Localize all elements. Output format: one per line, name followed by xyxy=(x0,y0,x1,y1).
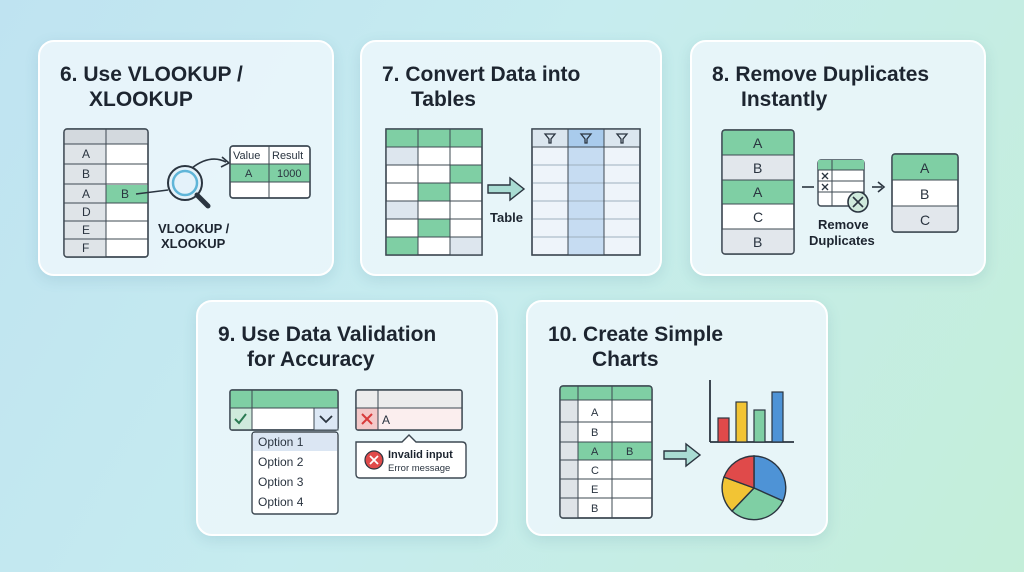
error-tooltip: Invalid input Error message xyxy=(355,434,467,479)
input-value: B xyxy=(753,160,762,176)
sheet-row-label: B xyxy=(591,427,598,439)
vlookup-caption: XLOOKUP xyxy=(161,236,226,251)
card-charts: 10. Create Simple Charts A B A C E xyxy=(526,300,828,536)
validated-cell xyxy=(229,389,339,431)
remove-duplicates-caption: Remove xyxy=(818,217,869,232)
tables-diagram: Table xyxy=(385,128,641,256)
formatted-table xyxy=(531,128,641,256)
input-value: C xyxy=(753,209,763,225)
invalid-value: A xyxy=(382,413,390,427)
chart-icon xyxy=(709,380,794,521)
chevron-down-icon xyxy=(319,415,333,424)
filter-icon xyxy=(615,133,629,144)
dropdown-option[interactable]: Option 4 xyxy=(258,495,304,509)
invalid-cell: A xyxy=(355,389,463,431)
sheet-row-label: D xyxy=(82,205,91,219)
sheet-row-label: E xyxy=(82,223,90,237)
output-value: A xyxy=(920,160,930,176)
result-cell: A xyxy=(245,168,253,180)
sheet-row-label: B xyxy=(591,503,598,515)
card-title: 9. Use Data Validation for Accuracy xyxy=(218,323,437,371)
sheet-row-label: F xyxy=(82,241,89,255)
card-title: 10. Create Simple Charts xyxy=(548,323,724,371)
remove-duplicates-icon xyxy=(817,159,869,213)
duplicates-diagram: A B A C B Remove Dupl xyxy=(721,129,959,255)
card-duplicates: 8. Remove Duplicates Instantly A B A C B xyxy=(690,40,986,276)
filter-icon xyxy=(543,133,557,144)
output-column: A B C xyxy=(891,153,959,233)
pie-chart-icon xyxy=(721,455,787,521)
sheet-row-label: A xyxy=(82,147,90,161)
result-table: Value Result A 1000 xyxy=(229,145,311,199)
output-value: C xyxy=(920,212,930,228)
arrow-icon xyxy=(487,176,526,202)
sheet-row-label: B xyxy=(82,167,90,181)
filter-icon xyxy=(579,133,593,144)
sheet-row-label: C xyxy=(591,465,599,477)
raw-data-grid xyxy=(385,128,483,256)
error-icon xyxy=(364,450,384,470)
dropdown-list[interactable]: Option 1 Option 2 Option 3 Option 4 xyxy=(251,431,339,515)
card-title: 8. Remove Duplicates Instantly xyxy=(712,63,930,111)
vlookup-caption: VLOOKUP / xyxy=(158,221,230,236)
dropdown-option[interactable]: Option 2 xyxy=(258,455,304,469)
input-value: B xyxy=(753,234,762,250)
magnifier-icon xyxy=(167,165,211,209)
card-title: 6. Use VLOOKUP / XLOOKUP xyxy=(60,63,243,111)
result-header: Value xyxy=(233,150,260,162)
check-icon xyxy=(234,413,247,425)
arrow-icon xyxy=(663,442,702,468)
input-value: A xyxy=(753,135,763,151)
dropdown-option[interactable]: Option 1 xyxy=(258,435,304,449)
error-title: Invalid input xyxy=(388,449,453,461)
card-validation: 9. Use Data Validation for Accuracy Opti… xyxy=(196,300,498,536)
vlookup-diagram: A B A D E F B Value Result A 100 xyxy=(63,128,311,258)
dropdown-option[interactable]: Option 3 xyxy=(258,475,304,489)
sheet-row-label: A xyxy=(82,187,90,201)
result-cell: 1000 xyxy=(277,168,301,180)
sheet-row-label: E xyxy=(591,484,598,496)
charts-diagram: A B A C E B B xyxy=(559,380,794,521)
source-sheet: A B A C E B B xyxy=(559,385,653,519)
error-message: Error message xyxy=(388,463,450,474)
output-value: B xyxy=(920,186,929,202)
match-cell-label: B xyxy=(121,187,129,201)
remove-duplicates-caption: Duplicates xyxy=(809,233,875,248)
table-arrow-label: Table xyxy=(490,210,523,225)
input-value: A xyxy=(753,184,763,200)
sheet-row-label: A xyxy=(591,407,599,419)
validation-diagram: Option 1 Option 2 Option 3 Option 4 A xyxy=(229,389,467,515)
card-vlookup: 6. Use VLOOKUP / XLOOKUP A B A D E xyxy=(38,40,334,276)
bar-chart-icon xyxy=(709,380,794,443)
card-tables: 7. Convert Data into Tables xyxy=(360,40,662,276)
sheet-row-label: A xyxy=(591,446,599,458)
source-sheet: A B A D E F B xyxy=(63,128,149,258)
input-column: A B A C B xyxy=(721,129,795,255)
close-icon xyxy=(361,413,373,425)
card-title: 7. Convert Data into Tables xyxy=(382,63,581,111)
result-header: Result xyxy=(272,150,303,162)
highlight-cell-label: B xyxy=(626,446,633,458)
